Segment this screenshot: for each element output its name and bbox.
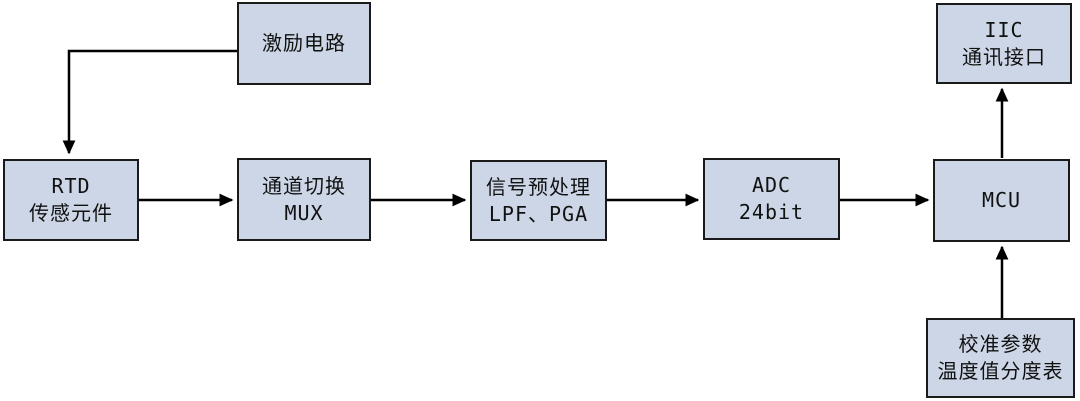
block-iic-interface-label-line2: 通讯接口 [962,44,1046,69]
block-rtd-sensor-label-line1: RTD [51,174,91,198]
block-excitation-circuit: 激励电路 [237,2,371,85]
block-rtd-sensor: RTD 传感元件 [3,159,139,241]
block-signal-preprocess: 信号预处理 LPF、PGA [470,160,607,241]
block-channel-mux-label-line2: MUX [284,200,324,225]
block-iic-interface: IIC 通讯接口 [936,3,1072,84]
block-calibration-table-label-line1: 校准参数 [958,332,1043,356]
arrow-excitation-to-rtd [62,49,237,155]
block-signal-preprocess-label-line2: LPF、PGA [488,201,589,226]
block-mcu: MCU [933,159,1070,242]
block-mcu-label: MCU [981,188,1022,212]
block-channel-mux: 通道切换 MUX [237,158,371,241]
block-adc-24bit-label-line2: 24bit [738,200,805,224]
block-iic-interface-label-line1: IIC [984,17,1024,42]
block-adc-24bit: ADC 24bit [703,158,840,240]
block-calibration-table-label-line2: 温度值分度表 [937,359,1064,383]
block-excitation-circuit-label: 激励电路 [262,31,346,55]
block-rtd-sensor-label-line2: 传感元件 [29,201,113,225]
block-calibration-table: 校准参数 温度值分度表 [926,318,1075,398]
block-adc-24bit-label-line1: ADC [751,173,792,197]
block-signal-preprocess-label-line1: 信号预处理 [486,174,591,199]
block-channel-mux-label-line1: 通道切换 [262,173,346,198]
